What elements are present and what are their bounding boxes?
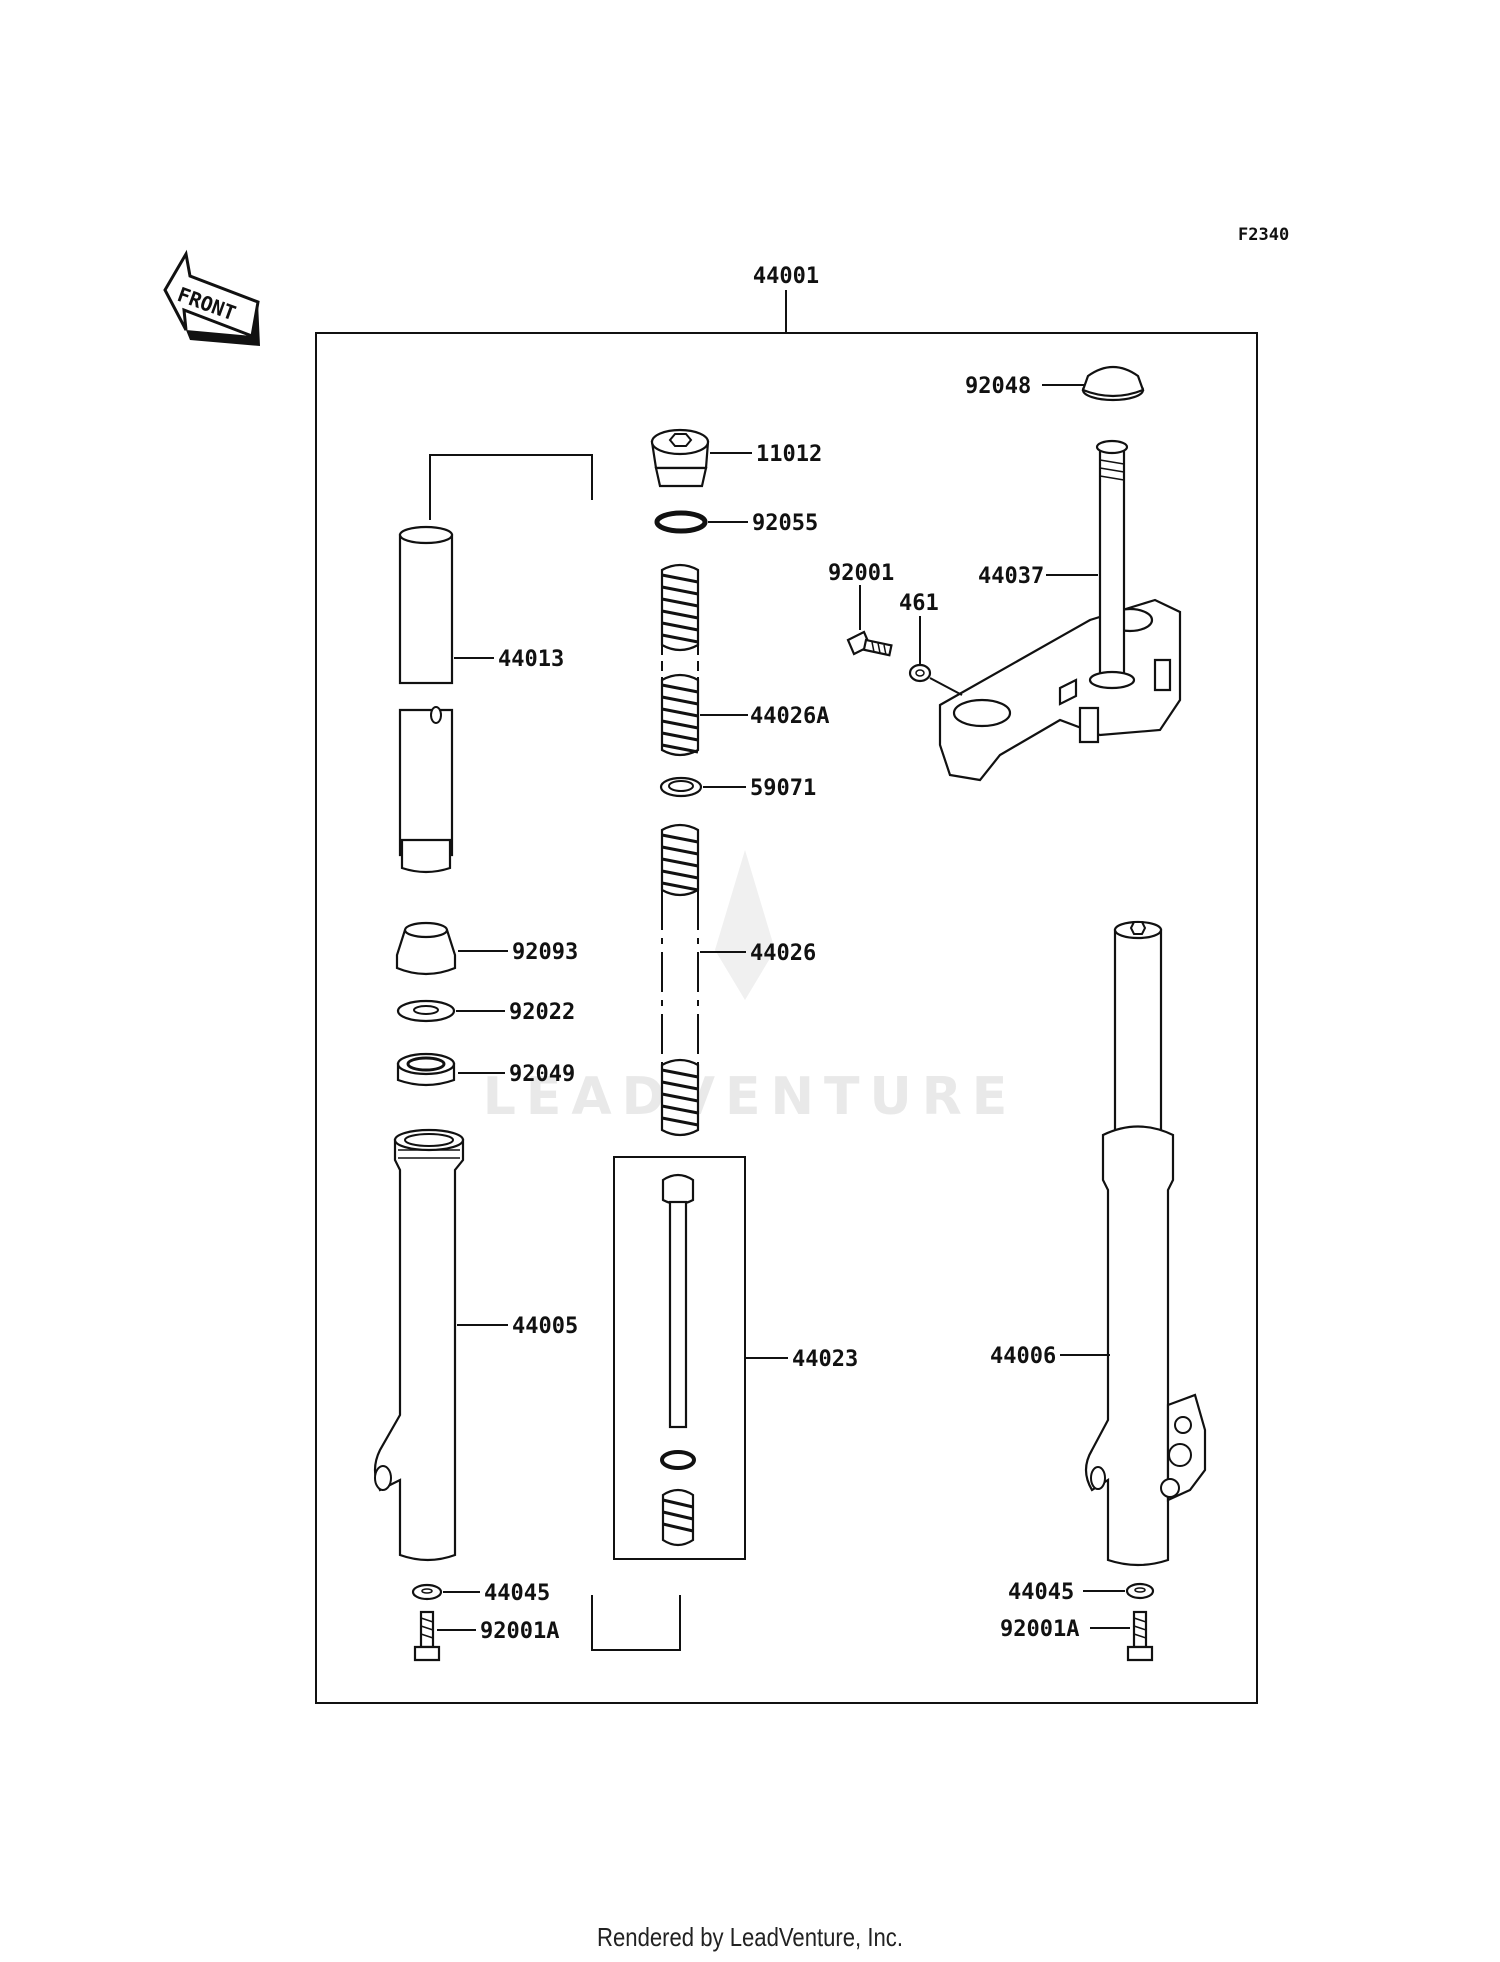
label-44026A: 44026A	[750, 704, 829, 729]
part-44037-stem: 44037	[938, 439, 1182, 782]
label-44006: 44006	[990, 1344, 1056, 1369]
assembly-44001: 44001	[315, 264, 1258, 1704]
label-92093: 92093	[512, 940, 578, 965]
part-44045-left-washer: 44045	[411, 1581, 550, 1606]
figure-code: F2340	[1238, 225, 1289, 245]
part-461-washer: 461	[899, 591, 963, 696]
label-92001: 92001	[828, 561, 894, 586]
part-44006-fork-right: 44006	[990, 920, 1207, 1567]
label-92048: 92048	[965, 374, 1031, 399]
front-arrow-icon: FRONT	[163, 249, 260, 346]
part-92049-oilseal: 92049	[396, 1052, 575, 1087]
part-44045-right-washer: 44045	[1008, 1580, 1155, 1605]
part-44005-outer-tube-left: 44005	[373, 1128, 578, 1562]
part-92093-seal: 92093	[395, 921, 578, 976]
part-44026A-spring: 44026A	[660, 563, 829, 757]
part-44026-spring: 44026	[660, 823, 816, 1137]
part-92055-oring: 92055	[654, 510, 818, 536]
part-44013-tube: 44013	[398, 525, 564, 874]
label-11012: 11012	[756, 442, 822, 467]
grouping-brackets	[429, 454, 681, 1651]
label-92001A-right: 92001A	[1000, 1617, 1079, 1642]
label-92055: 92055	[752, 511, 818, 536]
label-44026: 44026	[750, 941, 816, 966]
part-44023-rod: 44023	[613, 1156, 858, 1560]
label-92049: 92049	[509, 1062, 575, 1087]
label-44045-left: 44045	[484, 1581, 550, 1606]
label-92022: 92022	[509, 1000, 575, 1025]
part-92001A-right-bolt: 92001A	[1000, 1610, 1154, 1662]
part-92048-cap: 92048	[965, 365, 1145, 402]
label-44045-right: 44045	[1008, 1580, 1074, 1605]
part-11012-plug: 11012	[650, 428, 822, 488]
watermark: LEADVENTURE	[483, 850, 1018, 1127]
label-44023: 44023	[792, 1347, 858, 1372]
part-92001A-left-bolt: 92001A	[413, 1610, 559, 1662]
part-92001-bolt: 92001	[828, 561, 894, 657]
part-59071-ring: 59071	[659, 776, 816, 801]
label-44037: 44037	[978, 564, 1044, 589]
footer-credit: Rendered by LeadVenture, Inc.	[597, 1922, 903, 1952]
label-461: 461	[899, 591, 939, 616]
label-44013: 44013	[498, 647, 564, 672]
label-44005: 44005	[512, 1314, 578, 1339]
watermark-text: LEADVENTURE	[483, 1067, 1018, 1127]
part-92022-washer: 92022	[396, 999, 575, 1025]
label-92001A-left: 92001A	[480, 1619, 559, 1644]
label-44001: 44001	[753, 264, 819, 289]
label-59071: 59071	[750, 776, 816, 801]
